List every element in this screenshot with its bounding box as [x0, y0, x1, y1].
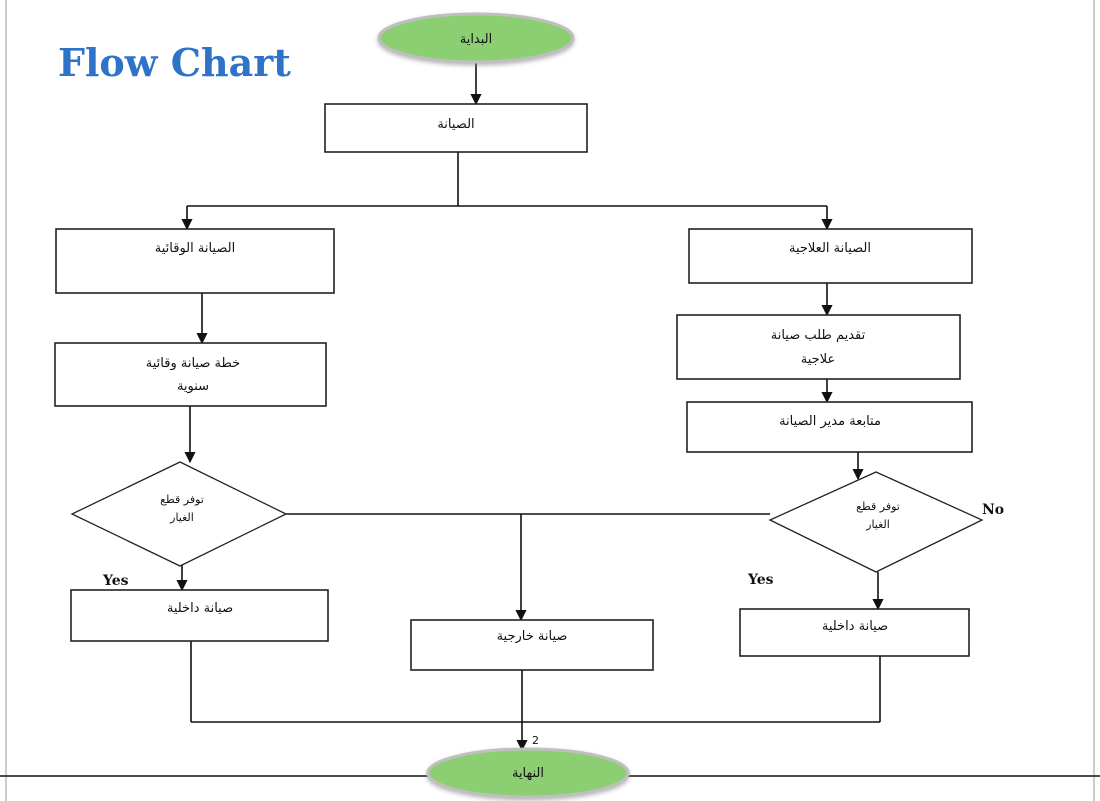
- internal-maintenance-left-label: صيانة داخلية: [167, 601, 233, 616]
- maintenance-box: الصيانة: [324, 103, 588, 153]
- external-maintenance-label: صيانة خارجية: [497, 629, 568, 644]
- edges: [176, 62, 884, 752]
- corrective-request-box: تقديم طلب صيانة علاجية: [676, 314, 961, 380]
- annual-plan-label-line1: خطة صيانة وقائية: [146, 356, 240, 371]
- external-maintenance-box: صيانة خارجية: [410, 619, 654, 671]
- internal-maintenance-right-label: صيانة داخلية: [822, 619, 888, 634]
- corrective-maintenance-box: الصيانة العلاجية: [688, 228, 973, 284]
- start-terminal: البداية: [377, 12, 575, 64]
- manager-followup-box: متابعة مدير الصيانة: [686, 401, 973, 453]
- manager-followup-label: متابعة مدير الصيانة: [779, 414, 881, 429]
- decision-right-label-line1: توفر قطع: [856, 500, 900, 513]
- end-terminal: النهاية: [426, 747, 630, 799]
- end-connector-marker: 2: [532, 734, 539, 747]
- maintenance-label: الصيانة: [437, 117, 474, 132]
- corrective-request-label-line1: تقديم طلب صيانة: [771, 328, 866, 343]
- annual-plan-box: خطة صيانة وقائية سنوية: [54, 342, 327, 407]
- decision-left-label-line1: توفر قطع: [160, 493, 204, 506]
- internal-maintenance-right-box: صيانة داخلية: [739, 608, 970, 657]
- end-label: النهاية: [512, 766, 544, 781]
- annual-plan-label-line2: سنوية: [177, 379, 209, 394]
- yes-label-left: Yes: [102, 573, 129, 589]
- corrective-request-label-line2: علاجية: [801, 352, 835, 367]
- decision-left-label-line2: الغيار: [169, 511, 194, 524]
- preventive-maintenance-label: الصيانة الوقائية: [155, 241, 235, 256]
- chart-title: Flow Chart: [58, 40, 291, 85]
- internal-maintenance-left-box: صيانة داخلية: [70, 589, 329, 642]
- yes-label-right: Yes: [747, 572, 774, 588]
- no-label-right: No: [982, 502, 1004, 518]
- preventive-maintenance-box: الصيانة الوقائية: [55, 228, 335, 294]
- decision-right-label-line2: الغيار: [865, 518, 890, 531]
- corrective-maintenance-label: الصيانة العلاجية: [789, 241, 871, 256]
- start-label: البداية: [460, 32, 493, 47]
- decision-left-diamond: توفر قطع الغيار: [70, 461, 288, 567]
- decision-right-diamond: توفر قطع الغيار: [768, 471, 984, 573]
